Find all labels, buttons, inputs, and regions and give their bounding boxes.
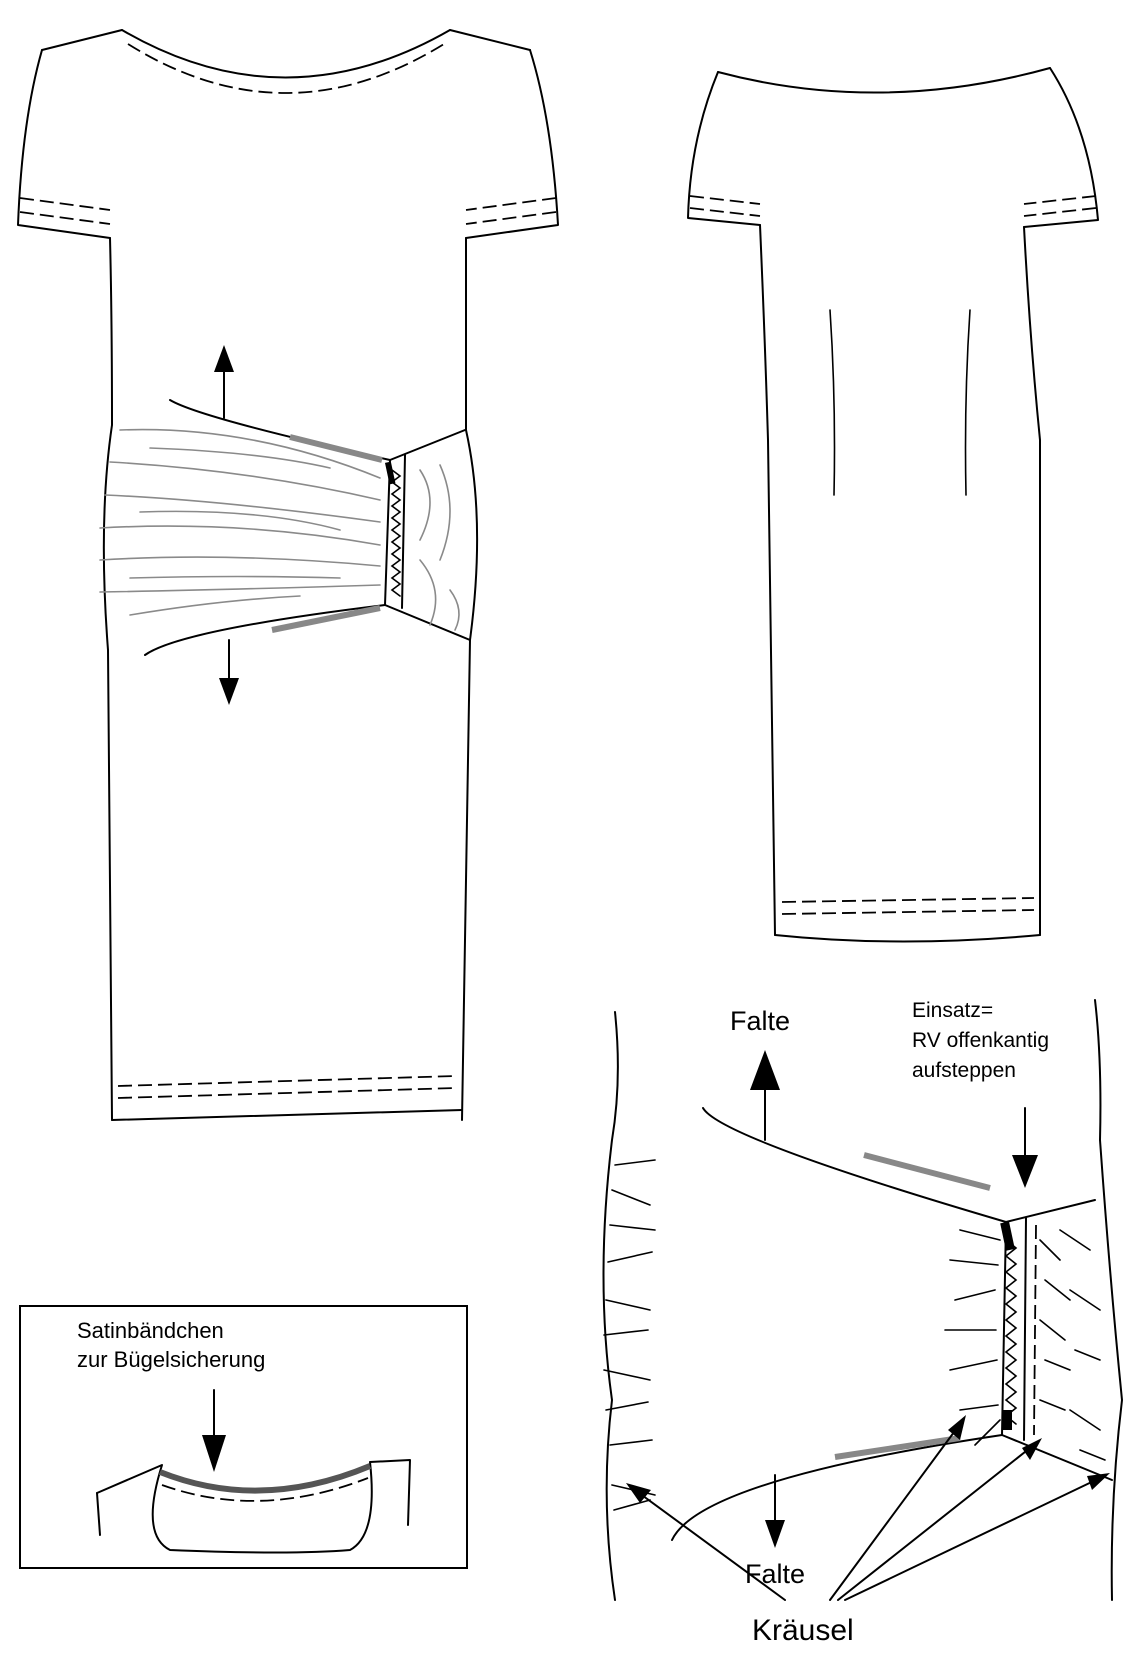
label-einsatz-3: aufsteppen xyxy=(912,1059,1016,1082)
front-ruching-panel xyxy=(99,345,471,705)
label-satin-1: Satinbändchen xyxy=(77,1318,224,1343)
label-falte-top: Falte xyxy=(730,1006,790,1036)
label-kraeusel: Kräusel xyxy=(752,1614,854,1647)
label-einsatz-2: RV offenkantig xyxy=(912,1029,1049,1052)
neckline-inset xyxy=(19,1305,468,1569)
label-falte-bottom: Falte xyxy=(745,1559,805,1589)
label-einsatz-1: Einsatz= xyxy=(912,999,993,1022)
label-satin-2: zur Bügelsicherung xyxy=(77,1347,265,1372)
ruching-detail xyxy=(602,999,1123,1601)
dress-back xyxy=(687,67,1099,943)
dress-front xyxy=(17,29,559,1121)
